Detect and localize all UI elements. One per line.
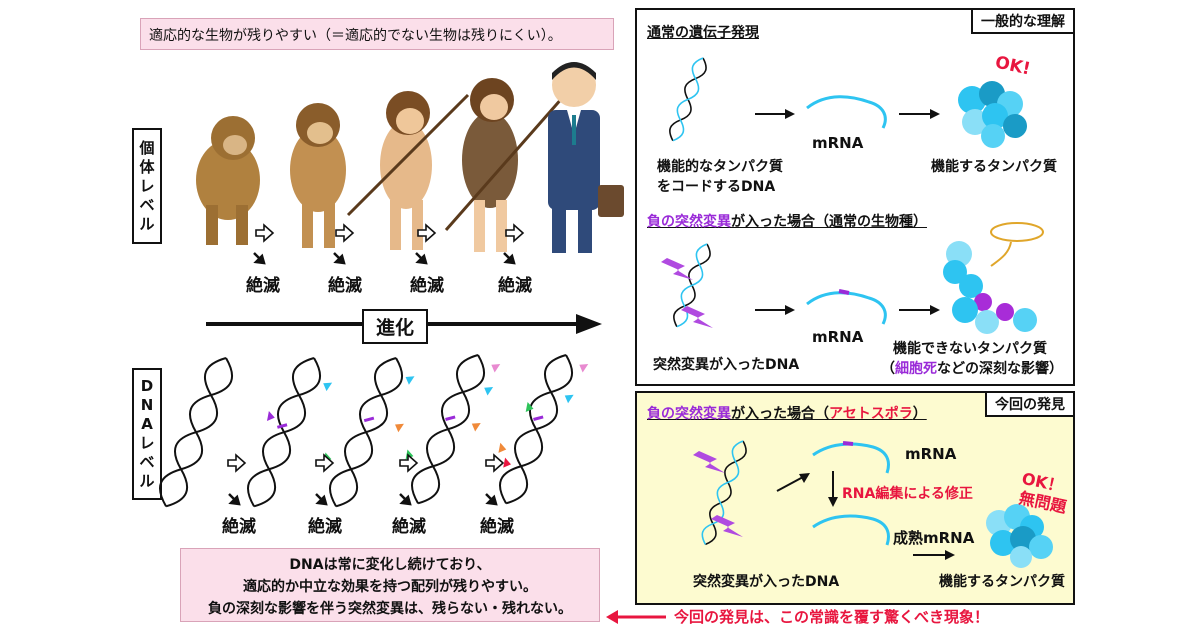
discovery-protein-caption: 機能するタンパク質 [939, 574, 1065, 590]
general-understanding-panel: 一般的な理解 通常の遺伝子発現 OK! mRNA 機能的な [635, 8, 1075, 386]
white-arrow-2 [335, 223, 355, 243]
bottom-note-line-3: 負の深刻な影響を伴う突然変異は、残らない・残れない。 [208, 601, 572, 617]
mrna-label: mRNA [812, 134, 864, 152]
mature-mrna-label: 成熟mRNA [893, 529, 975, 547]
discovery-functional-protein [986, 504, 1053, 568]
extinct-label-4: 絶滅 [498, 276, 532, 296]
mut-mrna-label: mRNA [812, 328, 864, 346]
rna-editing-label: RNA編集による修正 [842, 486, 973, 502]
discovery-dna-caption: 突然変異が入ったDNA [693, 574, 840, 590]
dna-extinct-label-1: 絶滅 [222, 517, 256, 537]
businessman-figure [548, 62, 624, 253]
white-arrow-4 [505, 223, 525, 243]
caveman-figure [444, 78, 583, 252]
dna-caption-2: をコードするDNA [657, 179, 776, 195]
mut-dna-caption: 突然変異が入ったDNA [653, 357, 800, 373]
discovery-panel: 今回の発見 負の突然変異が入った場合（アセトスポラ） [635, 391, 1075, 605]
bottom-note-box: DNAは常に変化し続けており、 適応的か中立な効果を持つ配列が残りやすい。 負の… [180, 548, 600, 622]
mut-effect-caption: （細胞死などの深刻な影響） [881, 361, 1063, 377]
dna-helices [152, 348, 589, 513]
extinct-label-3: 絶滅 [410, 276, 444, 296]
callout-arrow [606, 610, 666, 624]
dna-extinct-label-2: 絶滅 [308, 517, 342, 537]
ape-figure-1 [196, 116, 260, 245]
bottom-callout: 今回の発見は、この常識を覆す驚くべき現象！ [674, 608, 990, 626]
dna-extinct-label-4: 絶滅 [480, 517, 514, 537]
extinct-label-2: 絶滅 [328, 276, 362, 296]
discovery-tag: 今回の発見 [985, 391, 1075, 417]
discovery-diagram [693, 440, 1053, 568]
ape-figure-2 [290, 103, 346, 248]
general-tag: 一般的な理解 [971, 8, 1075, 34]
dna-helix-4 [404, 348, 501, 510]
white-arrow-3 [417, 223, 437, 243]
individual-arrows [253, 223, 525, 265]
dna-helix-2 [240, 351, 333, 513]
extinct-label-1: 絶滅 [246, 276, 280, 296]
mut-protein-caption: 機能できないタンパク質 [893, 341, 1047, 357]
discovery-mrna: mRNA [905, 445, 957, 463]
discovery-title: 負の突然変異が入った場合（アセトスポラ） [647, 406, 927, 422]
mutation-diagram [661, 222, 1044, 334]
functional-protein [958, 81, 1027, 148]
dna-extinct-label-3: 絶滅 [392, 517, 426, 537]
normal-expression-title: 通常の遺伝子発現 [647, 25, 759, 41]
bottom-note-line-1: DNAは常に変化し続けており、 [289, 557, 491, 573]
mutation-title: 負の突然変異が入った場合（通常の生物種） [647, 214, 927, 230]
early-human-figure [346, 91, 470, 250]
dna-helix-5 [492, 348, 589, 510]
white-arrow-1 [255, 223, 275, 243]
bottom-note-line-2: 適応的か中立な効果を持つ配列が残りやすい。 [243, 579, 537, 595]
dna-caption-1: 機能的なタンパク質 [657, 159, 783, 175]
protein-caption: 機能するタンパク質 [931, 159, 1057, 175]
normal-expression-diagram [669, 57, 1027, 148]
evolution-figures [196, 62, 624, 253]
nonfunctional-protein [943, 222, 1044, 334]
top-note: 適応的な生物が残りやすい（＝適応的でない生物は残りにくい）。 [149, 28, 562, 44]
top-note-box: 適応的な生物が残りやすい（＝適応的でない生物は残りにくい）。 [140, 18, 614, 50]
individual-level-label: 個体レベル [132, 128, 162, 244]
evolution-label: 進化 [362, 309, 429, 344]
